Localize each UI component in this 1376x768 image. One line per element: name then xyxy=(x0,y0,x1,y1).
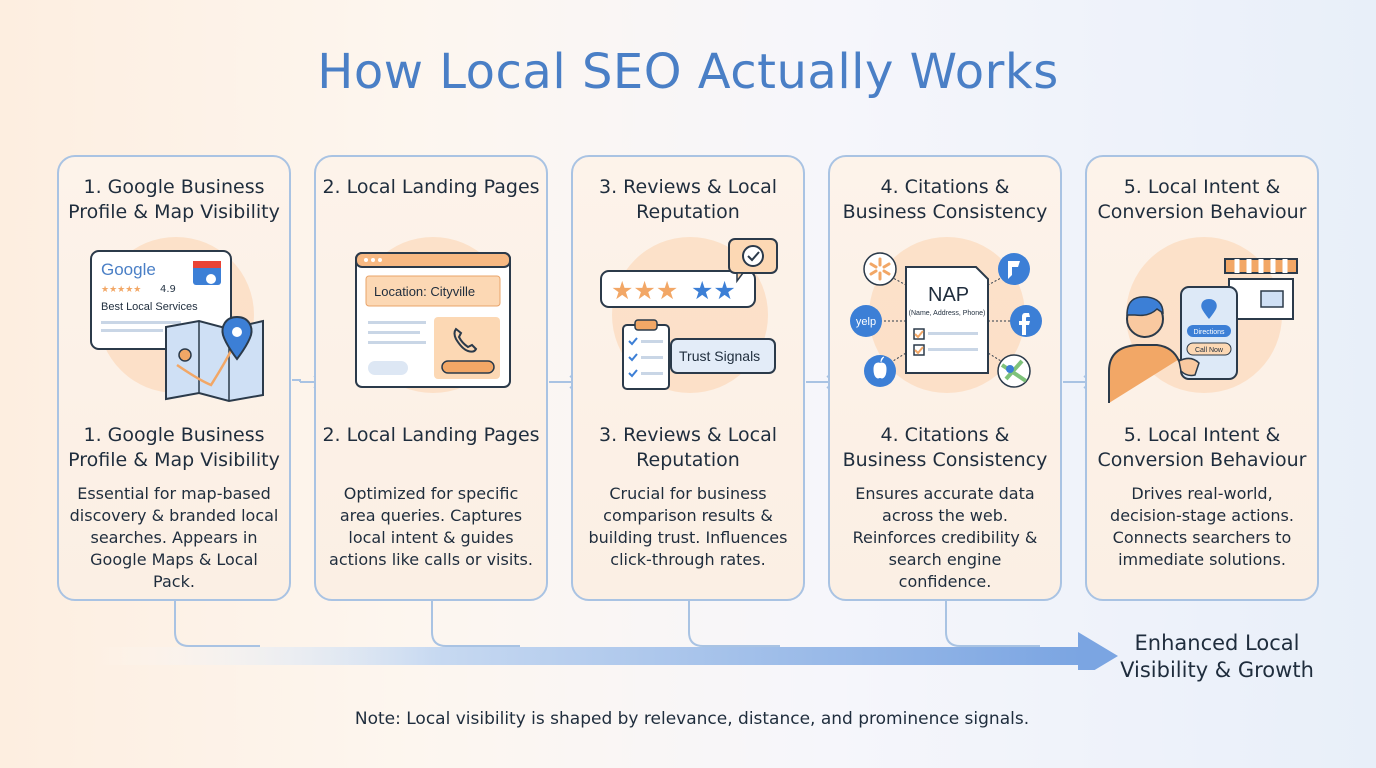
step-2-subheading: 2. Local Landing Pages xyxy=(322,424,540,446)
result-label: Enhanced Local Visibility & Growth xyxy=(1120,631,1314,682)
step-card-3: 3. Reviews & Local Reputation ★★★ ★★ xyxy=(571,155,805,601)
apple-icon xyxy=(864,355,896,387)
nap-detail: (Name, Address, Phone) xyxy=(909,310,986,317)
step-card-4: 4. Citations & Business Consistency NAP … xyxy=(828,155,1062,601)
step-card-5: 5. Local Intent & Conversion Behaviour D… xyxy=(1085,155,1319,601)
business-label: Best Local Services xyxy=(101,301,198,313)
trust-signals-label: Trust Signals xyxy=(679,348,760,364)
svg-text:★★★: ★★★ xyxy=(611,276,678,305)
call-button-label: Call Now xyxy=(1195,347,1224,354)
reviews-illustration: ★★★ ★★ Trust Signals xyxy=(600,237,778,393)
step-3-subheading: 3. Reviews & Local Reputation xyxy=(599,424,777,471)
clipboard-checklist-icon xyxy=(622,319,670,390)
step-4-heading: 4. Citations & Business Consistency xyxy=(842,176,1048,223)
google-business-illustration: Google ★★★★★ 4.9 Best Local Services xyxy=(90,237,264,403)
phone-icon xyxy=(434,317,500,379)
rating-value: 4.9 xyxy=(160,284,176,295)
google-logo-text: Google xyxy=(101,260,156,279)
walmart-icon xyxy=(863,252,897,286)
step-card-1: 1. Google Business Profile & Map Visibil… xyxy=(57,155,291,601)
step-3-description: Crucial for business comparison results … xyxy=(588,484,788,569)
footnote: Note: Local visibility is shaped by rele… xyxy=(354,709,1030,729)
step-5-illustration: Directions Call Now xyxy=(1087,235,1317,413)
landing-page-illustration: Location: Cityville xyxy=(355,237,511,393)
step-4-illustration: NAP (Name, Address, Phone) yelp xyxy=(830,235,1060,413)
step-2-illustration: Location: Cityville xyxy=(316,235,546,413)
step-1-subheading: 1. Google Business Profile & Map Visibil… xyxy=(68,424,280,471)
svg-text:★★: ★★ xyxy=(691,276,736,305)
conversion-illustration: Directions Call Now xyxy=(1108,237,1298,403)
step-1-illustration: Google ★★★★★ 4.9 Best Local Services xyxy=(59,235,289,413)
facebook-icon xyxy=(1010,305,1042,337)
foursquare-icon xyxy=(998,253,1030,285)
step-2-description: Optimized for specific area queries. Cap… xyxy=(329,484,533,569)
step-4-subheading: 4. Citations & Business Consistency xyxy=(842,424,1048,471)
location-label: Location: Cityville xyxy=(374,284,475,299)
citations-illustration: NAP (Name, Address, Phone) yelp xyxy=(850,237,1042,393)
svg-text:★★★★★: ★★★★★ xyxy=(101,285,141,295)
step-3-illustration: ★★★ ★★ Trust Signals xyxy=(573,235,803,413)
step-5-subheading: 5. Local Intent & Conversion Behaviour xyxy=(1097,424,1307,471)
page-title: How Local SEO Actually Works xyxy=(317,44,1059,100)
flow-arrow-shaft xyxy=(90,647,1080,665)
document-icon: NAP (Name, Address, Phone) xyxy=(905,266,989,374)
person-icon xyxy=(1108,296,1190,403)
yelp-label: yelp xyxy=(856,316,876,328)
nap-title: NAP xyxy=(928,284,969,306)
star-rating-icon: ★★★ ★★ xyxy=(600,270,756,308)
step-card-2: 2. Local Landing Pages Location: Cityvil… xyxy=(314,155,548,601)
yelp-icon: yelp xyxy=(850,305,882,337)
directions-button-label: Directions xyxy=(1193,329,1225,336)
chat-check-icon xyxy=(728,238,778,284)
step-2-heading: 2. Local Landing Pages xyxy=(322,176,540,198)
step-3-heading: 3. Reviews & Local Reputation xyxy=(599,176,777,223)
step-4-description: Ensures accurate data across the web. Re… xyxy=(852,484,1038,591)
location-pin-icon xyxy=(221,315,253,361)
step-5-description: Drives real-world, decision-stage action… xyxy=(1110,484,1294,569)
step-1-heading: 1. Google Business Profile & Map Visibil… xyxy=(68,176,280,223)
step-5-heading: 5. Local Intent & Conversion Behaviour xyxy=(1097,176,1307,223)
smartphone-icon: Directions Call Now xyxy=(1178,286,1238,380)
step-1-description: Essential for map-based discovery & bran… xyxy=(69,484,279,591)
maps-icon xyxy=(997,354,1031,388)
storefront-icon xyxy=(1224,258,1298,320)
google-business-card-icon: Google ★★★★★ 4.9 Best Local Services xyxy=(90,250,232,350)
